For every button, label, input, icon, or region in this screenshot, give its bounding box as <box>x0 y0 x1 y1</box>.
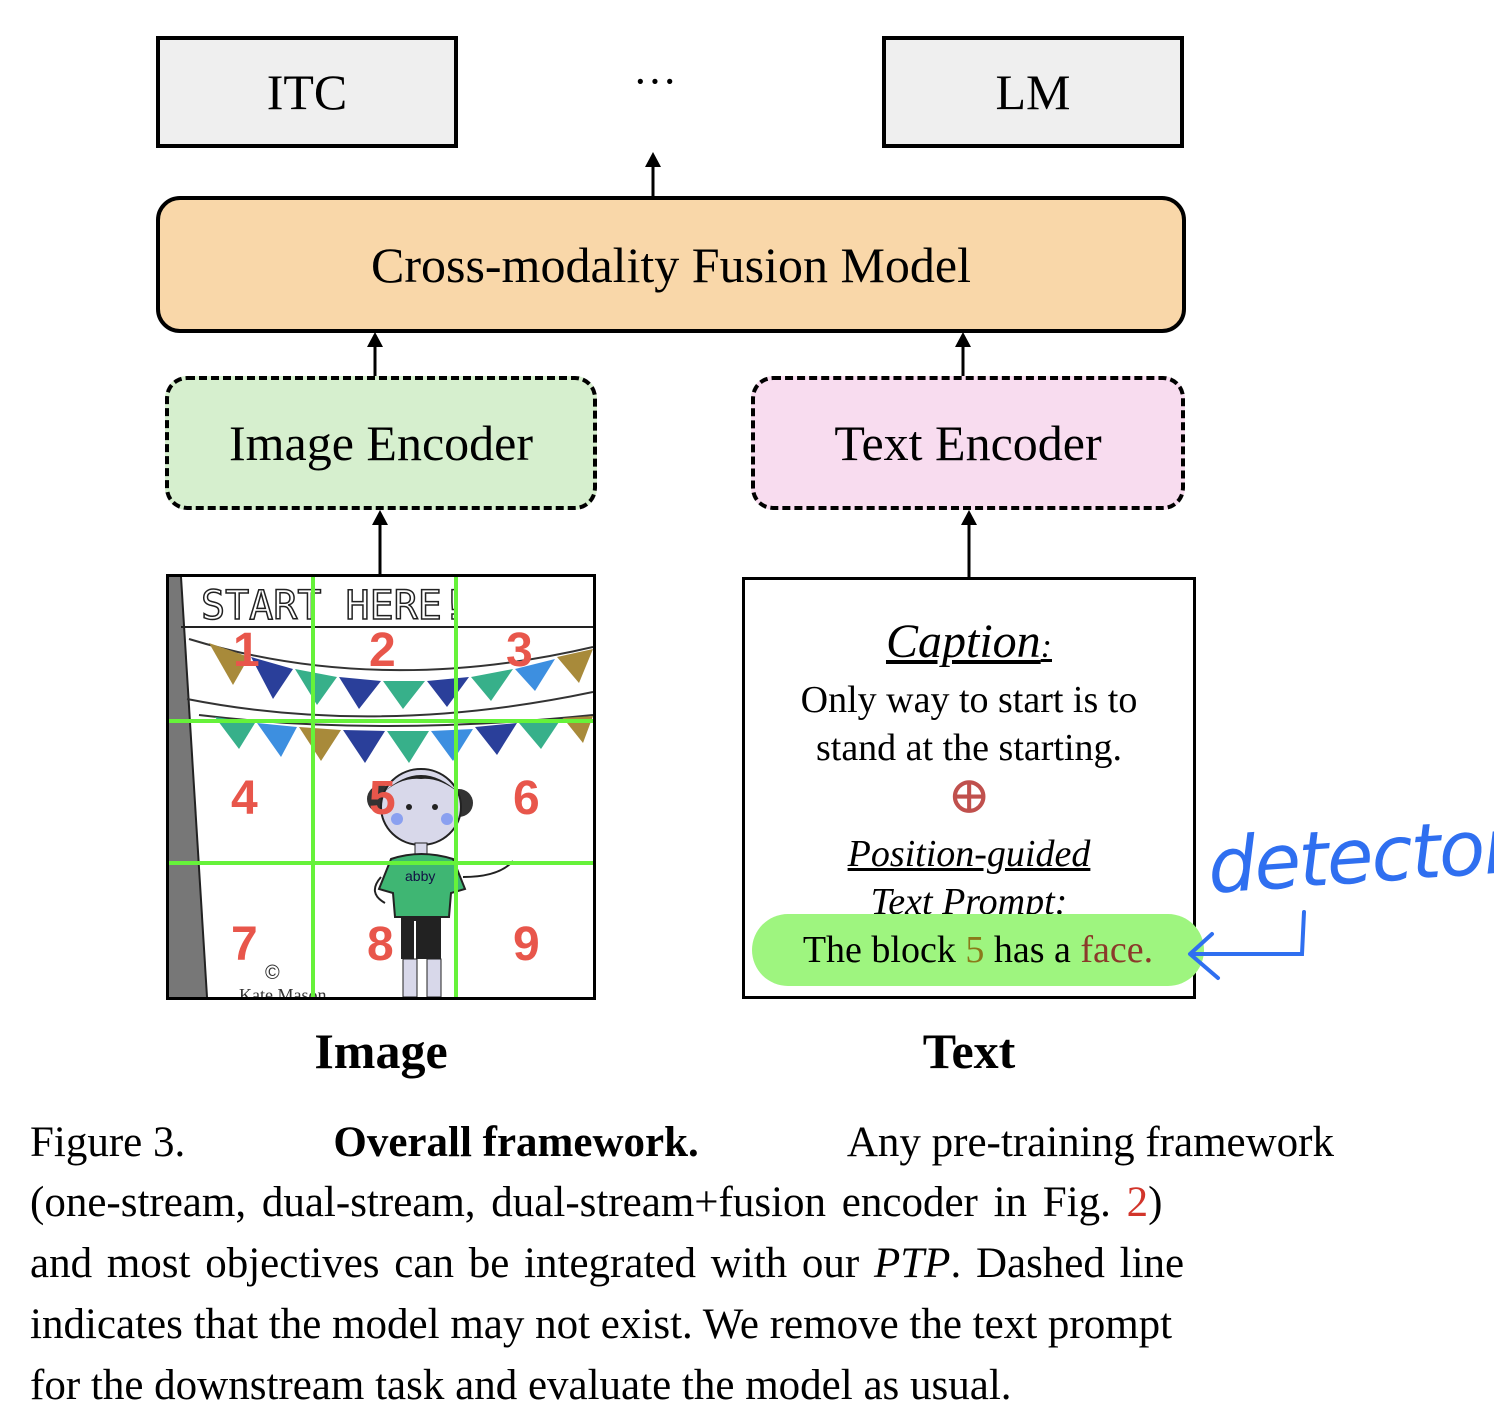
grid-number-2: 2 <box>369 624 396 677</box>
figure-caption-line-1: Figure 3. Overall framework. Any pre-tra… <box>30 1112 1334 1173</box>
caption-heading-line: Caption: <box>745 614 1193 669</box>
line3-em: PTP <box>873 1240 951 1287</box>
lm-label: LM <box>995 64 1071 120</box>
shirt-text: abby <box>405 868 435 884</box>
image-encoder-box: Image Encoder <box>165 376 597 510</box>
fusion-model-label: Cross-modality Fusion Model <box>370 236 972 293</box>
handwritten-arrow <box>1188 910 1306 980</box>
line2-after-ref: ) <box>1148 1179 1163 1226</box>
line2-before-ref: (one-stream, dual-stream, dual-stream+fu… <box>30 1179 1127 1226</box>
figure-line1-rest: Any pre-training framework <box>846 1119 1334 1166</box>
itc-box: ITC <box>156 36 458 148</box>
text-encoder-box: Text Encoder <box>751 376 1185 510</box>
copyright-symbol: © <box>265 962 280 984</box>
figure-bold-title: Overall framework. <box>333 1119 699 1166</box>
itc-label: ITC <box>266 64 348 120</box>
figure-ref: 2 <box>1126 1179 1149 1226</box>
bunting-row-2 <box>215 716 593 763</box>
line3-after-em: . Dashed line <box>950 1240 1185 1287</box>
prompt-text-part1: The block <box>802 929 966 971</box>
prompt-object: face. <box>1080 929 1154 971</box>
image-label: Image <box>314 1023 448 1079</box>
text-label: Text <box>922 1023 1016 1079</box>
image-encoder-label: Image Encoder <box>228 415 533 471</box>
grid-number-8: 8 <box>367 918 394 971</box>
figure-label: Figure 3. <box>30 1119 186 1166</box>
girl-figure: abby <box>367 768 514 997</box>
text-prompt-highlight: The block 5 has a face. <box>752 914 1204 986</box>
caption-heading: Caption <box>885 615 1041 668</box>
fusion-model-box: Cross-modality Fusion Model <box>156 196 1186 333</box>
banner-text: START HERE! <box>201 583 466 629</box>
artist-signature: Kate Mason <box>239 985 326 997</box>
image-panel: abby START HERE! © Kate Mason 1 2 3 4 5 … <box>166 574 596 1000</box>
figure-caption-line-5: for the downstream task and evaluate the… <box>30 1362 1012 1409</box>
cartoon-illustration: abby START HERE! © Kate Mason <box>169 577 593 997</box>
figure-caption-line-3: and most objectives can be integrated wi… <box>30 1233 1334 1294</box>
grid-number-6: 6 <box>513 772 540 825</box>
caption-line-2: stand at the starting. <box>815 727 1123 769</box>
grid-number-7: 7 <box>231 918 258 971</box>
figure-caption-line-2: (one-stream, dual-stream, dual-stream+fu… <box>30 1172 1334 1233</box>
caption-line-1: Only way to start is to <box>800 679 1138 721</box>
arrow-image-to-encoder <box>372 510 388 575</box>
plus-symbol: ⊕ <box>947 768 991 825</box>
lm-box: LM <box>882 36 1184 148</box>
line3-before-em: and most objectives can be integrated wi… <box>30 1240 874 1287</box>
arrow-fusion-to-top <box>645 152 661 196</box>
grid-number-9: 9 <box>513 918 540 971</box>
handwritten-detector-note: detector <box>1204 800 1494 911</box>
bunting-row-1 <box>209 643 593 709</box>
grid-number-5: 5 <box>369 772 396 825</box>
arrow-text-encoder-to-fusion <box>955 332 971 378</box>
grid-number-4: 4 <box>231 772 258 825</box>
figure-caption-line-4: indicates that the model may not exist. … <box>30 1301 1173 1348</box>
caption-colon: : <box>1040 628 1052 665</box>
text-encoder-label: Text Encoder <box>834 415 1102 471</box>
ellipsis: ··· <box>633 57 677 106</box>
grid-number-1: 1 <box>233 624 260 677</box>
grid-number-3: 3 <box>506 624 533 677</box>
prompt-heading-line-1: Position-guided <box>847 833 1091 875</box>
arrow-text-to-encoder <box>961 510 977 578</box>
prompt-block-number: 5 <box>965 929 985 971</box>
grid-lines <box>169 577 593 997</box>
arrow-image-encoder-to-fusion <box>367 332 383 378</box>
prompt-text-part2: has a <box>984 929 1081 971</box>
